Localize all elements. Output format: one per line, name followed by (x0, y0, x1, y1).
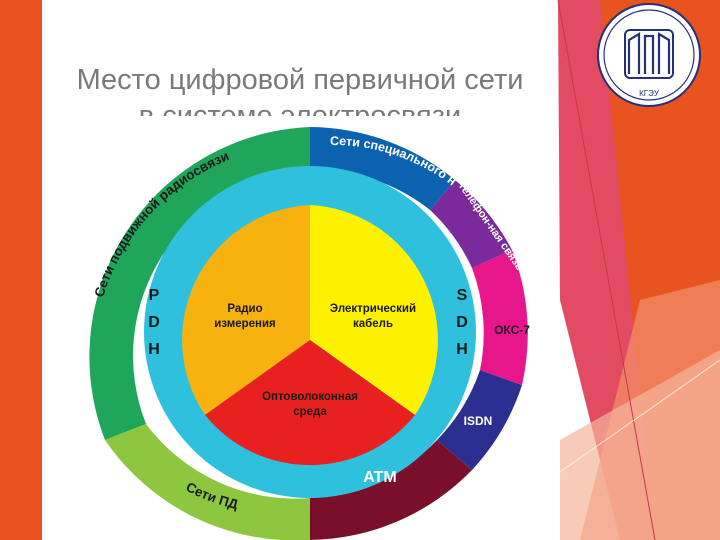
sdh-label: S D H (456, 287, 468, 358)
label-isdn: ISDN (464, 414, 493, 428)
svg-text:Радио: Радио (227, 303, 262, 315)
svg-text:H: H (456, 341, 468, 358)
outer-segment-special (310, 127, 455, 210)
label-cable: Электрический кабель (330, 303, 416, 330)
svg-text:КГЭУ: КГЭУ (639, 89, 660, 98)
label-radio: Радио измерения (214, 303, 276, 330)
university-seal-logo: КГЭУ (597, 3, 701, 107)
outer-ring (89, 127, 528, 540)
svg-text:S: S (457, 287, 468, 304)
svg-text:D: D (148, 314, 160, 331)
core-segment-cable (310, 205, 438, 415)
svg-text:D: D (456, 314, 468, 331)
svg-text:Оптоволоконная: Оптоволоконная (262, 391, 358, 403)
core-segment-fiber (205, 340, 415, 466)
label-fiber: Оптоволоконная среда (262, 391, 358, 418)
outer-segment-mobile-radio (89, 127, 311, 440)
pdh-label: P D H (148, 287, 160, 358)
svg-text:H: H (148, 341, 160, 358)
outer-segment-telephone (430, 180, 512, 268)
title-line-2: в системе электросвязи (138, 100, 462, 116)
core-circle (182, 205, 438, 466)
outer-segment-okc7 (472, 250, 528, 385)
label-okc7: ОКС-7 (494, 323, 530, 337)
svg-text:среда: среда (293, 406, 327, 418)
outer-segment-pd (105, 424, 310, 540)
outer-segment-atm (310, 440, 472, 540)
core-segment-radio (182, 205, 310, 415)
title-line-1: Место цифровой первичной сети (76, 64, 524, 96)
svg-text:кабель: кабель (353, 318, 393, 330)
label-atm: ATM (363, 469, 396, 486)
svg-text:Электрический: Электрический (330, 303, 416, 315)
svg-text:P: P (149, 287, 160, 304)
slide-title: Место цифровой первичной сети в системе … (40, 62, 560, 116)
svg-text:измерения: измерения (214, 318, 276, 330)
outer-segment-isdn (437, 370, 522, 470)
